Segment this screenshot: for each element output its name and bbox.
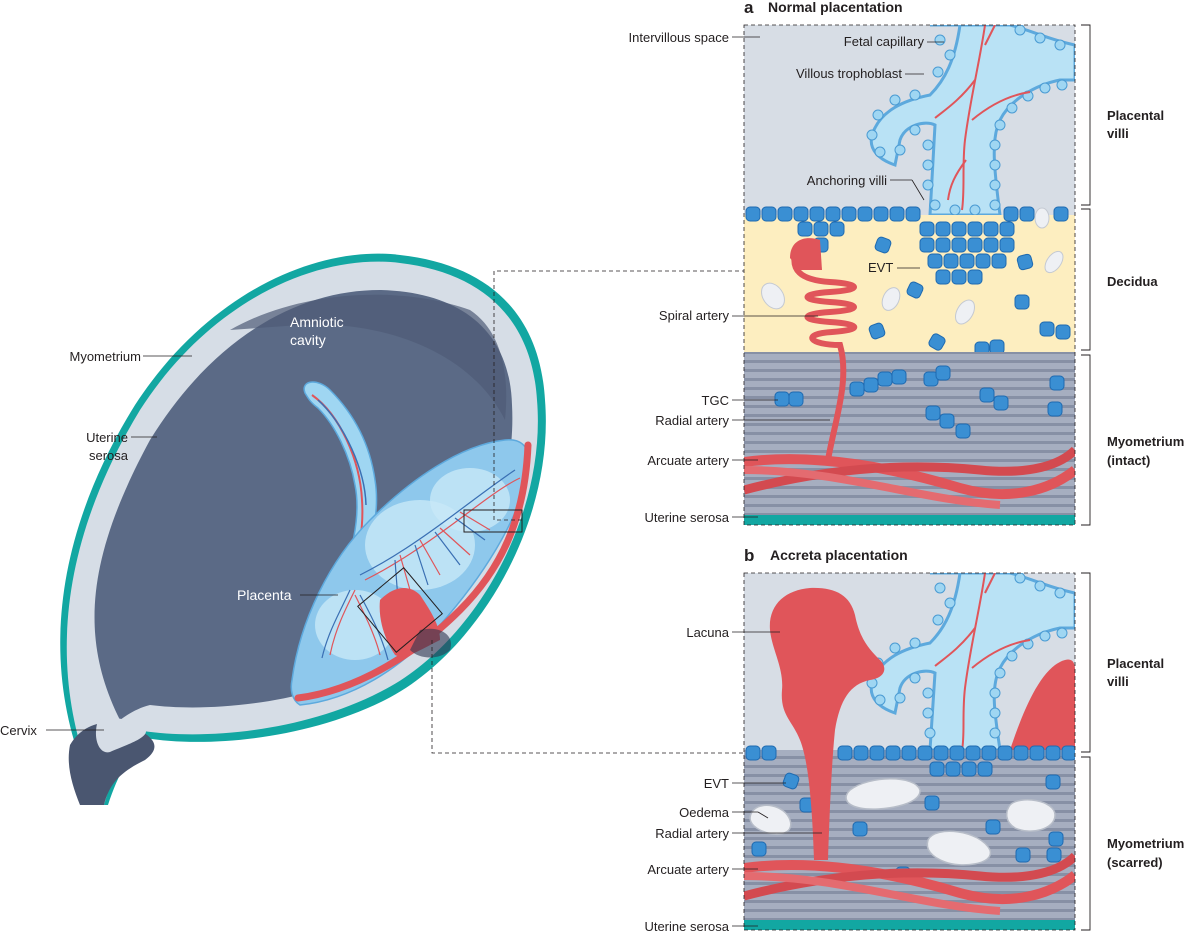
- label-uterine-serosa-b: Uterine serosa: [644, 919, 729, 934]
- zoom-box-accreta: [357, 567, 443, 653]
- label-tgc: TGC: [702, 393, 729, 408]
- bracket-label-placental-villi-a-1: Placental: [1107, 108, 1164, 123]
- bracket-label-myometrium-b-1: Myometrium: [1107, 836, 1184, 851]
- bracket-myometrium-a: [1081, 354, 1091, 526]
- label-myometrium: Myometrium: [69, 349, 141, 364]
- panel-a-normal: a Normal placentation: [629, 0, 1184, 526]
- zoom-box-normal: [463, 509, 523, 533]
- label-intervillous-space: Intervillous space: [629, 30, 729, 45]
- label-lacuna: Lacuna: [686, 625, 729, 640]
- evt-cells-b: [745, 745, 1075, 882]
- label-evt-b: EVT: [704, 776, 729, 791]
- label-uterine-serosa-1: Uterine: [86, 430, 128, 445]
- bracket-label-placental-villi-b-2: villi: [1107, 674, 1129, 689]
- panel-b-frame: [743, 572, 1076, 931]
- label-radial-artery-a: Radial artery: [655, 413, 729, 428]
- label-amniotic-cavity-2: cavity: [290, 332, 326, 348]
- bracket-decidua: [1081, 208, 1091, 351]
- panel-b-accreta: b Accreta placentation: [644, 546, 1184, 934]
- bracket-placental-villi-b: [1081, 572, 1091, 753]
- bracket-label-placental-villi-b-1: Placental: [1107, 656, 1164, 671]
- label-arcuate-artery-a: Arcuate artery: [647, 453, 729, 468]
- spiral-radial-artery-a: [791, 247, 858, 463]
- label-amniotic-cavity-1: Amniotic: [290, 314, 344, 330]
- label-arcuate-artery-b: Arcuate artery: [647, 862, 729, 877]
- connector-to-panel-b: [431, 640, 744, 754]
- label-uterine-serosa-2: serosa: [89, 448, 129, 463]
- bracket-placental-villi-a: [1081, 24, 1091, 206]
- panel-a-frame: [743, 24, 1076, 526]
- tgc-cells: [774, 365, 1065, 439]
- bracket-label-myometrium-b-2: (scarred): [1107, 855, 1163, 870]
- evt-cells-a: [745, 206, 1071, 357]
- panel-b-title: Accreta placentation: [770, 547, 908, 563]
- uterus-overview: Myometrium Uterine serosa Amniotic cavit…: [0, 253, 744, 805]
- uterine-serosa-b: [744, 920, 1075, 930]
- label-radial-artery-b: Radial artery: [655, 826, 729, 841]
- label-placenta: Placenta: [237, 587, 292, 603]
- bracket-label-placental-villi-a-2: villi: [1107, 126, 1129, 141]
- decidua-layer: [744, 215, 1075, 352]
- label-anchoring-villi: Anchoring villi: [807, 173, 887, 188]
- panel-b-letter: b: [744, 546, 754, 565]
- connector-to-panel-a: [493, 270, 744, 521]
- bracket-label-decidua: Decidua: [1107, 274, 1158, 289]
- label-villous-trophoblast: Villous trophoblast: [796, 66, 902, 81]
- uterine-serosa-a: [744, 515, 1075, 525]
- bracket-label-myometrium-a-2: (intact): [1107, 453, 1150, 468]
- bracket-myometrium-b: [1081, 756, 1091, 931]
- oedema-patches: [749, 778, 1056, 866]
- panel-a-letter: a: [744, 0, 754, 17]
- label-uterine-serosa-a: Uterine serosa: [644, 510, 729, 525]
- arcuate-artery-b: [744, 860, 1075, 904]
- arcuate-artery-a: [744, 454, 1075, 499]
- label-cervix: Cervix: [0, 723, 37, 738]
- label-fetal-capillary: Fetal capillary: [844, 34, 925, 49]
- lacuna: [769, 587, 885, 860]
- bracket-label-myometrium-a-1: Myometrium: [1107, 434, 1184, 449]
- label-oedema: Oedema: [679, 805, 730, 820]
- label-spiral-artery: Spiral artery: [659, 308, 730, 323]
- cervix-region: [68, 722, 155, 805]
- panel-a-title: Normal placentation: [768, 0, 903, 15]
- label-evt-a: EVT: [868, 260, 893, 275]
